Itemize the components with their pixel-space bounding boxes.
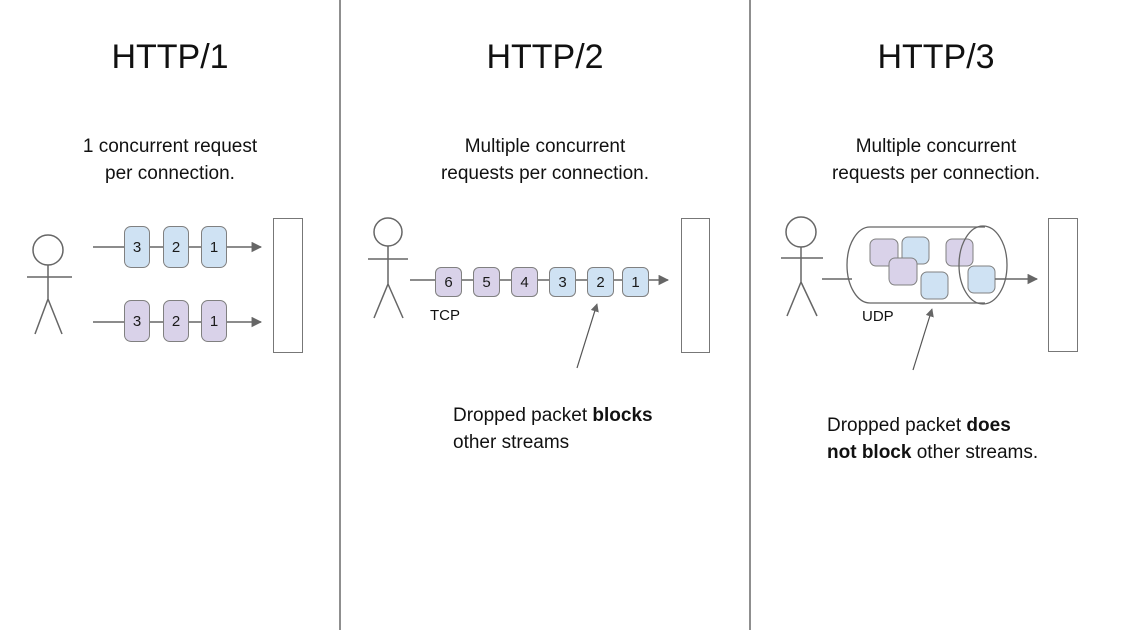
udp-label: UDP: [862, 308, 894, 325]
queue-box: 3: [549, 267, 576, 297]
http3-dropped-packet-arrow: [912, 308, 934, 371]
packet-box-purple: [888, 257, 918, 286]
http1-server-box: [273, 218, 303, 353]
http3-annotation: Dropped packet does not block other stre…: [827, 385, 1097, 466]
panel-divider-1: [339, 0, 341, 630]
queue-box: 2: [587, 267, 614, 297]
http1-title: HTTP/1: [111, 38, 229, 76]
panel-divider-2: [749, 0, 751, 630]
http2-client-figure-icon: [368, 217, 408, 319]
http2-subtitle: Multiple concurrent requests per connect…: [440, 136, 650, 184]
request-box: 2: [163, 226, 189, 268]
packet-box-blue: [901, 236, 930, 265]
annotation-text: Dropped packet: [827, 415, 967, 436]
tcp-label: TCP: [430, 307, 460, 324]
request-box: 2: [163, 300, 189, 342]
request-box: 3: [124, 300, 150, 342]
annotation-text: other streams: [453, 432, 570, 453]
http3-subtitle: Multiple concurrent requests per connect…: [831, 136, 1041, 184]
request-box: 3: [124, 226, 150, 268]
queue-box: 5: [473, 267, 500, 297]
http1-subtitle: 1 concurrent request per connection.: [82, 136, 258, 184]
tube-opening: [958, 225, 1008, 305]
http3-client-figure-icon: [781, 216, 823, 317]
request-box: 1: [201, 300, 227, 342]
queue-box: 1: [622, 267, 649, 297]
udp-connection-tube: [846, 226, 985, 304]
annotation-bold-text: does not block: [827, 415, 1011, 463]
packet-box-purple: [945, 238, 974, 267]
annotation-text: other streams.: [911, 442, 1039, 463]
packet-box-blue: [920, 271, 949, 300]
http2-annotation: Dropped packet blocks other streams: [453, 375, 703, 456]
queue-box: 4: [511, 267, 538, 297]
http1-client-figure-icon: [27, 234, 72, 335]
annotation-bold-text: blocks: [592, 405, 653, 426]
http2-title: HTTP/2: [486, 38, 604, 76]
packet-box-purple: [869, 238, 899, 267]
http2-dropped-packet-arrow: [576, 303, 599, 369]
http3-server-box: [1048, 218, 1078, 352]
queue-box: 6: [435, 267, 462, 297]
request-box: 1: [201, 226, 227, 268]
annotation-text: Dropped packet: [453, 405, 593, 426]
http3-packet-boxes: [869, 236, 974, 300]
http3-title: HTTP/3: [877, 38, 995, 76]
packet-box-blue: [967, 265, 996, 294]
http2-server-box: [681, 218, 710, 353]
